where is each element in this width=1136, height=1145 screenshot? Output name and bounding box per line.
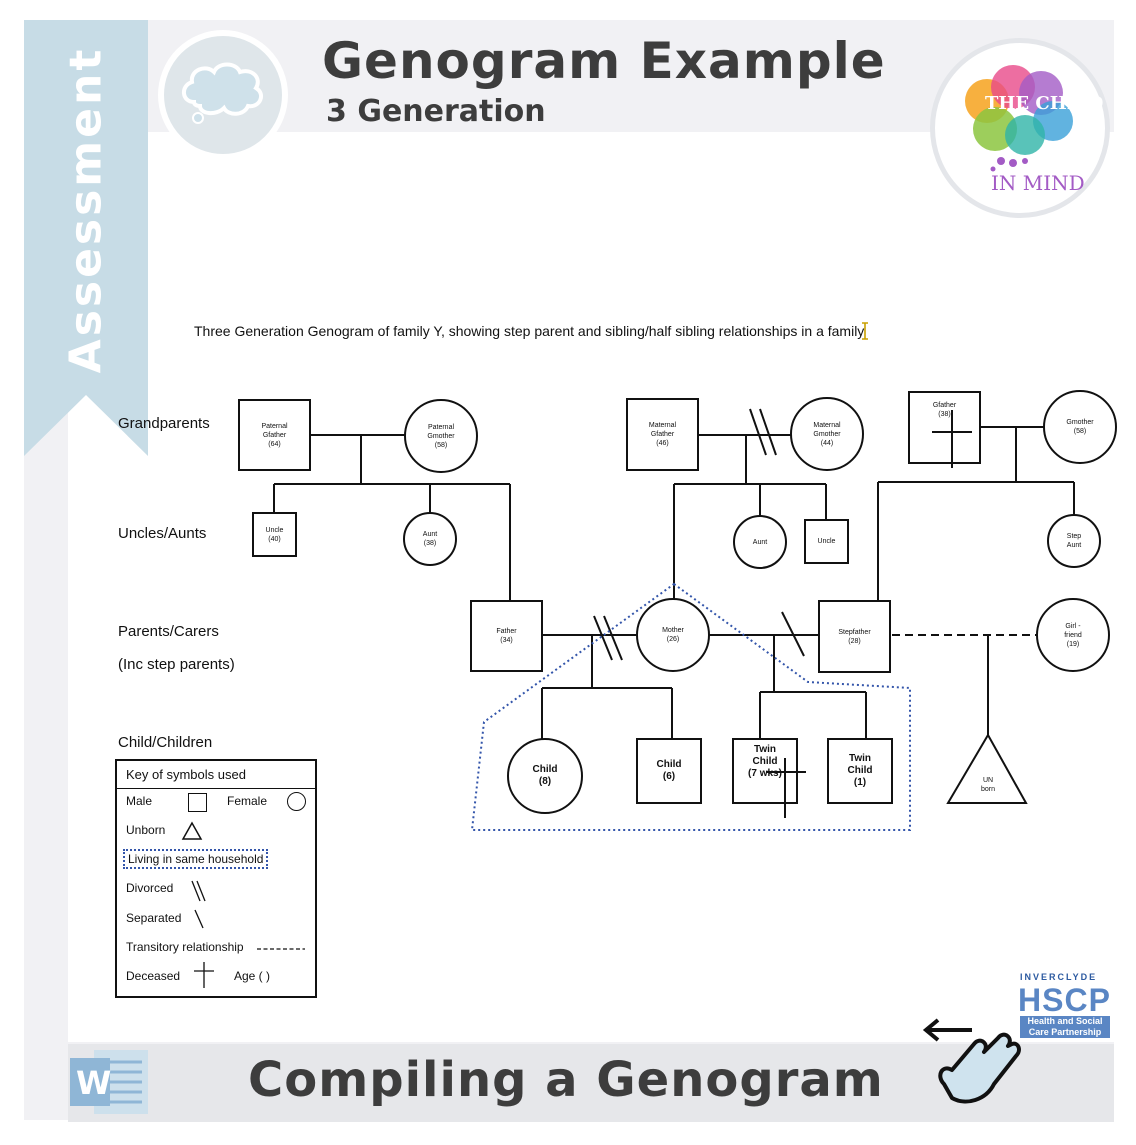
row-label-parents: Parents/Carers: [118, 623, 219, 640]
footer-title: Compiling a Genogram: [248, 1052, 884, 1108]
text-cursor-icon: [862, 322, 868, 340]
swipe-hand-graphic: [922, 1018, 1021, 1104]
key-unborn-label: Unborn: [126, 823, 166, 837]
word-document-icon[interactable]: W: [68, 1048, 150, 1116]
node-stepfather: Stepfather (28): [818, 600, 891, 673]
footer-bar: [68, 1044, 1114, 1122]
node-mother: Mother (26): [636, 598, 710, 672]
separated-line-icon: [194, 909, 204, 929]
assessment-banner: [24, 20, 148, 456]
node-maternal-gfather: Maternal Gfather (46): [626, 398, 699, 471]
hscp-logo-box: Health and Social Care Partnership: [1020, 1016, 1110, 1038]
node-maternal-gmother: Maternal Gmother (44): [790, 397, 864, 471]
child-in-mind-logo: THE CHILD IN MIND: [930, 38, 1110, 218]
thought-bubble-icon: [182, 62, 264, 124]
key-title: Key of symbols used: [117, 761, 315, 789]
node-uncle: Uncle: [804, 519, 849, 564]
arrow-left-icon: [922, 1018, 940, 1042]
node-paternal-gfather: Paternal Gfather (64): [238, 399, 311, 471]
node-gfather: Gfather (38): [908, 391, 981, 464]
deceased-cross-icon: [194, 962, 214, 988]
node-aunt-38: Aunt (38): [403, 512, 457, 566]
node-twin-1: Twin Child (1): [827, 738, 893, 804]
divorced-lines-icon: [191, 880, 206, 902]
female-circle-icon: [287, 792, 306, 811]
brain-logo-icon: [965, 65, 1073, 172]
node-child-8: Child (8): [507, 738, 583, 814]
row-label-grandparents: Grandparents: [118, 415, 210, 432]
transitory-dashed-icon: [257, 948, 305, 950]
key-divorced-label: Divorced: [126, 881, 174, 895]
node-girlfriend: Girl - friend (19): [1036, 598, 1110, 672]
node-paternal-gmother: Paternal Gmother (58): [404, 399, 478, 473]
node-twin-7wks: Twin Child (7 wks): [732, 738, 798, 804]
node-father: Father (34): [470, 600, 543, 672]
logo-text-line2: IN MIND: [991, 171, 1085, 195]
swipe-hand-icon[interactable]: [922, 1014, 1032, 1124]
key-household-label: Living in same household: [123, 849, 269, 869]
key-separated-label: Separated: [126, 911, 182, 925]
node-unborn-label: UN born: [980, 777, 995, 793]
key-female-label: Female: [227, 794, 268, 808]
hscp-logo-top: INVERCLYDE: [1020, 972, 1098, 982]
page-title: Genogram Example: [322, 32, 886, 90]
male-square-icon: [188, 793, 207, 812]
node-uncle-40: Uncle (40): [252, 512, 297, 557]
page-subtitle: 3 Generation: [326, 94, 546, 129]
node-step-aunt: Step Aunt: [1047, 514, 1101, 568]
hscp-logo-main: HSCP: [1018, 982, 1111, 1018]
word-icon-graphic: [70, 1050, 148, 1114]
node-child-6: Child (6): [636, 738, 702, 804]
unborn-triangle-icon: [181, 821, 203, 840]
logo-text-line1: THE CHILD: [985, 93, 1104, 114]
key-transitory-label: Transitory relationship: [126, 940, 244, 954]
key-age-label: Age ( ): [234, 969, 271, 983]
symbol-key: Key of symbols used Male Female Unborn L…: [115, 759, 317, 998]
row-label-step-parents: (Inc step parents): [118, 656, 235, 673]
key-deceased-label: Deceased: [126, 969, 181, 983]
node-gmother: Gmother (58): [1043, 390, 1117, 464]
genogram-caption: Three Generation Genogram of family Y, s…: [194, 323, 865, 339]
key-male-label: Male: [126, 794, 153, 808]
thought-bubble-badge: [158, 30, 288, 160]
node-aunt: Aunt: [733, 515, 787, 569]
row-label-uncles-aunts: Uncles/Aunts: [118, 525, 207, 542]
row-label-children: Child/Children: [118, 734, 213, 751]
word-icon-letter: W: [76, 1064, 112, 1102]
